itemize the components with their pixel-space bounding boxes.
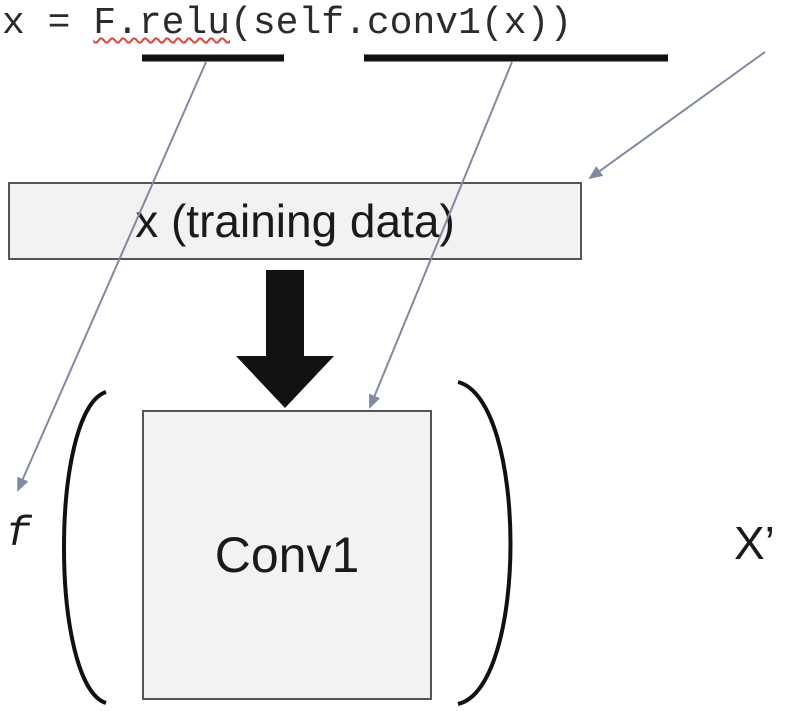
right-parenthesis <box>457 380 513 706</box>
conv1-box: Conv1 <box>142 410 432 700</box>
code-open-paren: ( <box>230 2 253 45</box>
arrow-x-to-input <box>588 51 766 180</box>
conv1-box-label: Conv1 <box>214 527 360 583</box>
code-relu-call: F.relu <box>93 2 231 45</box>
arrow-relu-to-f <box>17 61 207 492</box>
code-conv-call: self.conv1 <box>252 2 481 45</box>
code-line: x = F.relu(self.conv1(x)) <box>2 2 572 46</box>
arrow-conv1-to-box <box>369 61 513 409</box>
output-label: X’ <box>734 517 775 569</box>
input-box-label: x (training data) <box>135 195 455 247</box>
code-assign-prefix: x = <box>2 2 94 45</box>
input-box: x (training data) <box>8 182 582 260</box>
function-label: f <box>6 510 32 558</box>
left-parenthesis <box>62 390 107 705</box>
flow-arrow-down <box>236 270 334 408</box>
code-suffix: (x)) <box>480 2 573 45</box>
